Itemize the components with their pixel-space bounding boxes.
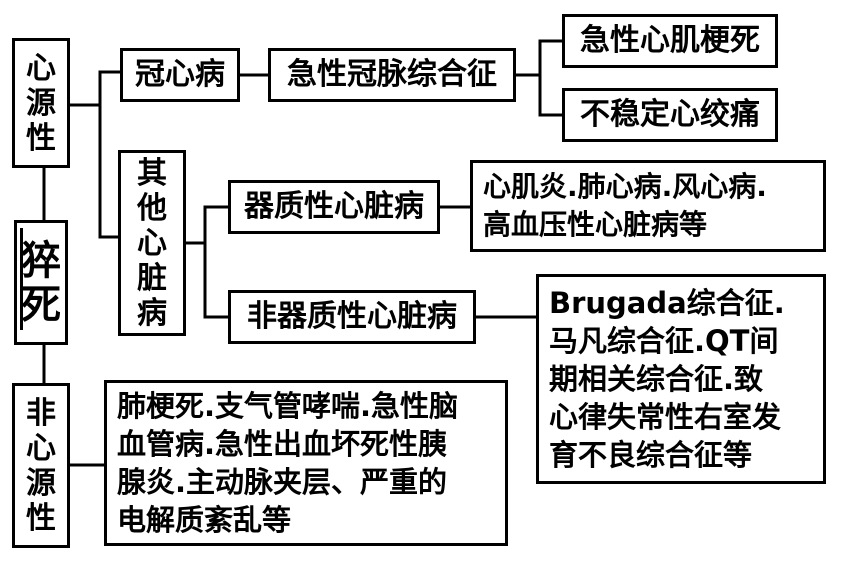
organic-examples-node: 心肌炎.肺心病.风心病. 高血压性心脏病等 <box>470 160 826 252</box>
unstable-angina-label: 不稳定心绞痛 <box>580 97 760 132</box>
coronary-heart-disease-node: 冠心病 <box>120 48 240 102</box>
unstable-angina-node: 不稳定心绞痛 <box>562 88 778 142</box>
root-label: 猝死 <box>21 237 61 328</box>
non-cardiac-examples-line: 腺炎.主动脉夹层、严重的 <box>117 465 448 499</box>
root-node: 猝死 <box>14 220 68 345</box>
non-cardiac-examples-line: 电解质紊乱等 <box>117 503 292 537</box>
non-cardiac-label: 非心源性 <box>26 395 56 536</box>
other-heart-disease-label: 其他心脏病 <box>137 155 167 331</box>
non-organic-examples-line: 马凡综合征.QT间 <box>549 324 779 358</box>
non-organic-examples-line: Brugada综合征. <box>549 286 785 320</box>
acute-myocardial-infarction-node: 急性心肌梗死 <box>562 14 778 68</box>
non-cardiac-examples-line: 肺梗死.支气管哮喘.急性脑 <box>117 389 459 423</box>
organic-heart-disease-node: 器质性心脏病 <box>228 180 440 234</box>
non-organic-examples-line: 育不良综合征等 <box>549 438 753 472</box>
non-cardiac-node: 非心源性 <box>12 383 70 548</box>
acute-coronary-syndrome-node: 急性冠脉综合征 <box>268 48 516 102</box>
organic-examples-line: 高血压性心脏病等 <box>483 208 708 241</box>
non-cardiac-examples-node: 肺梗死.支气管哮喘.急性脑 血管病.急性出血坏死性胰 腺炎.主动脉夹层、严重的 … <box>104 380 508 546</box>
non-organic-examples-node: Brugada综合征. 马凡综合征.QT间 期相关综合征.致 心律失常性右室发 … <box>536 274 826 484</box>
cardiac-label: 心源性 <box>26 50 56 156</box>
non-organic-heart-disease-node: 非器质性心脏病 <box>228 290 476 344</box>
organic-heart-disease-label: 器质性心脏病 <box>244 189 424 224</box>
non-organic-examples-line: 期相关综合征.致 <box>549 362 764 396</box>
acute-myocardial-infarction-label: 急性心肌梗死 <box>580 23 760 58</box>
other-heart-disease-node: 其他心脏病 <box>118 150 186 336</box>
non-cardiac-examples-line: 血管病.急性出血坏死性胰 <box>117 427 448 461</box>
cardiac-node: 心源性 <box>12 38 70 168</box>
organic-examples-line: 心肌炎.肺心病.风心病. <box>483 170 767 203</box>
non-organic-heart-disease-label: 非器质性心脏病 <box>247 299 457 334</box>
non-organic-examples-line: 心律失常性右室发 <box>549 400 782 434</box>
acute-coronary-syndrome-label: 急性冠脉综合征 <box>287 57 497 92</box>
coronary-heart-disease-label: 冠心病 <box>135 57 225 92</box>
